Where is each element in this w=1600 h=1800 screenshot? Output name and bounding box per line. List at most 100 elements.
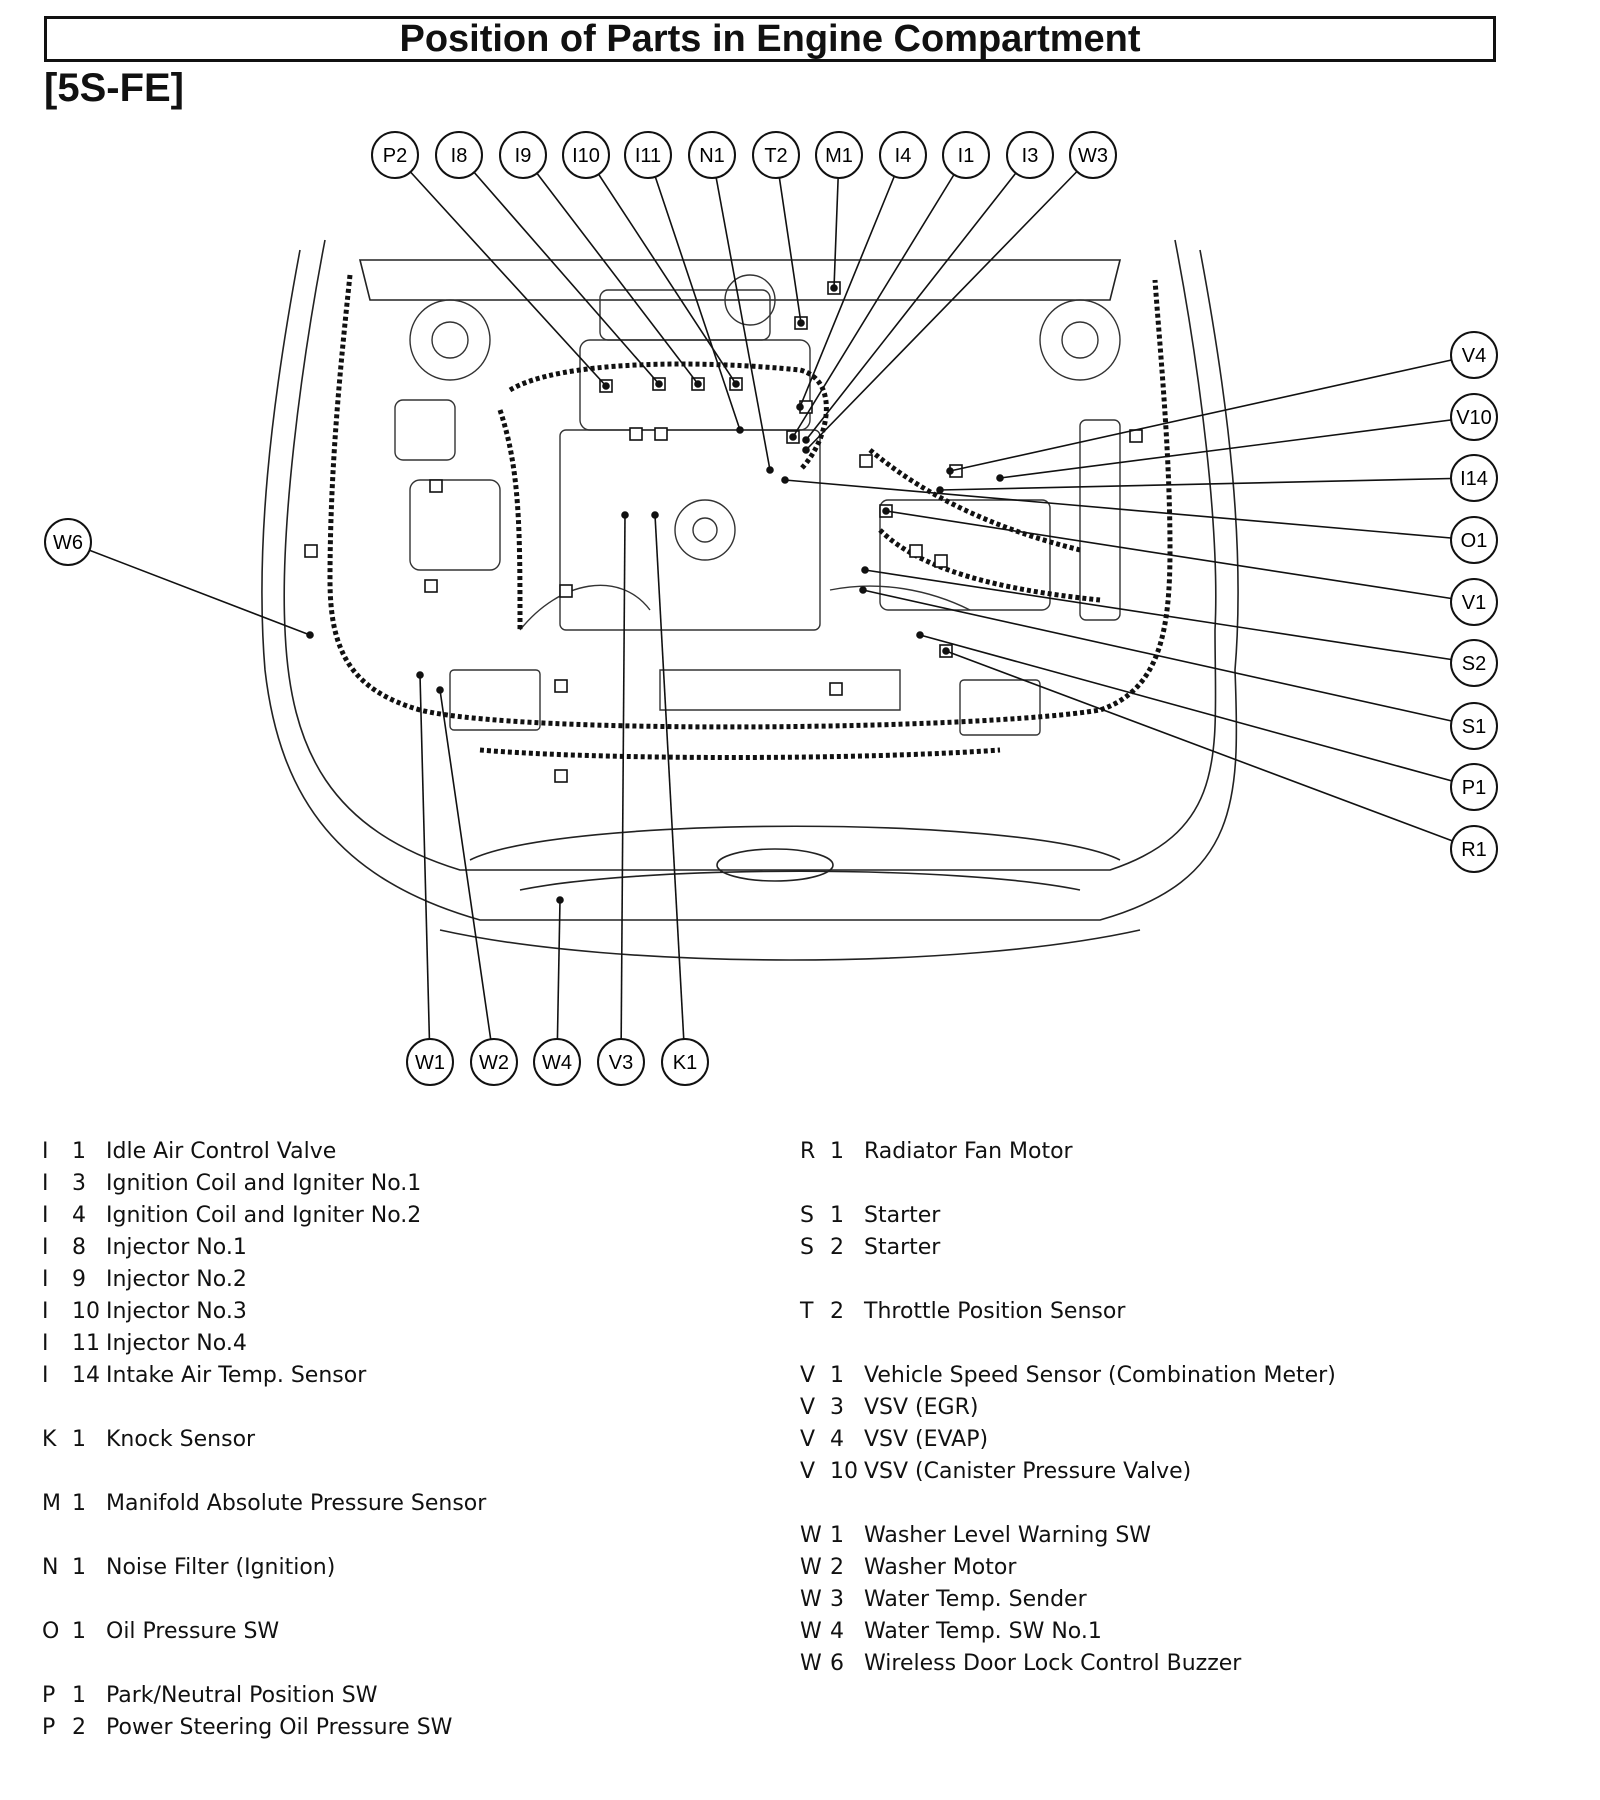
- legend-part-name: Radiator Fan Motor: [864, 1139, 1073, 1164]
- legend-code-number: 9: [72, 1267, 86, 1292]
- callout-label-w2: W2: [479, 1052, 509, 1074]
- callout-label-t2: T2: [764, 145, 787, 167]
- legend-code-letter: K: [42, 1427, 57, 1452]
- leader-line-p2: [394, 154, 607, 387]
- leader-end-m1: [830, 284, 838, 292]
- callout-label-i9: I9: [515, 145, 532, 167]
- callout-label-p2: P2: [383, 145, 407, 167]
- legend-code-number: 14: [72, 1363, 100, 1388]
- leader-end-o1: [781, 476, 789, 484]
- leader-end-i14: [936, 486, 944, 494]
- callout-circle-w6: [44, 518, 92, 566]
- legend-code-number: 4: [830, 1427, 844, 1452]
- leader-line-o1: [784, 479, 1475, 541]
- leader-end-k1: [651, 511, 659, 519]
- legend-code-number: 10: [72, 1299, 100, 1324]
- legend-code-number: 10: [830, 1459, 858, 1484]
- legend-part-name: Ignition Coil and Igniter No.2: [106, 1203, 422, 1228]
- legend-code-number: 1: [72, 1619, 86, 1644]
- leader-end-r1: [942, 647, 950, 655]
- legend-part-name: Injector No.2: [106, 1267, 247, 1292]
- leader-end-t2: [797, 319, 805, 327]
- leader-line-r1: [945, 650, 1475, 850]
- leader-end-v10: [996, 474, 1004, 482]
- callout-circle-w4: [533, 1038, 581, 1086]
- callout-circle-w1: [406, 1038, 454, 1086]
- callout-circle-k1: [661, 1038, 709, 1086]
- legend-code-number: 2: [830, 1555, 844, 1580]
- leader-line-w4: [556, 899, 561, 1063]
- legend-code-letter: I: [42, 1139, 49, 1164]
- leader-end-v1: [882, 507, 890, 515]
- legend-code-number: 3: [830, 1395, 844, 1420]
- legend-part-name: Power Steering Oil Pressure SW: [106, 1715, 453, 1740]
- callout-leaders: [67, 154, 1475, 1063]
- legend-code-letter: P: [42, 1683, 56, 1708]
- leader-line-s2: [864, 569, 1475, 664]
- callout-circle-v4: [1450, 331, 1498, 379]
- legend-code-number: 1: [830, 1139, 844, 1164]
- leader-end-s1: [859, 586, 867, 594]
- callout-label-p1: P1: [1462, 777, 1486, 799]
- callout-label-w6: W6: [53, 532, 83, 554]
- callout-circle-o1: [1450, 516, 1498, 564]
- callout-circle-i10: [562, 131, 610, 179]
- leader-end-i10: [732, 380, 740, 388]
- callout-label-v1: V1: [1462, 592, 1486, 614]
- leader-line-i3: [805, 154, 1031, 441]
- callout-circle-i8: [435, 131, 483, 179]
- legend-part-name: Injector No.4: [106, 1331, 247, 1356]
- callout-circle-s2: [1450, 639, 1498, 687]
- leader-line-v4: [949, 354, 1475, 472]
- legend-code-number: 1: [72, 1427, 86, 1452]
- legend-part-name: Starter: [864, 1235, 941, 1260]
- leader-end-w2: [436, 686, 444, 694]
- legend-part-name: Throttle Position Sensor: [864, 1299, 1126, 1324]
- engine-components: [394, 274, 1121, 736]
- leader-line-w2: [439, 689, 495, 1063]
- leader-line-w3: [805, 154, 1094, 451]
- legend-code-letter: S: [800, 1203, 814, 1228]
- callout-circle-v3: [597, 1038, 645, 1086]
- leader-line-i4: [799, 154, 904, 408]
- leader-end-v4: [946, 467, 954, 475]
- leader-end-i9: [694, 380, 702, 388]
- callout-label-v4: V4: [1462, 345, 1486, 367]
- legend-code-number: 1: [830, 1363, 844, 1388]
- legend-part-name: Noise Filter (Ignition): [106, 1555, 336, 1580]
- leader-end-w3: [802, 446, 810, 454]
- callout-label-o1: O1: [1461, 530, 1488, 552]
- legend-part-name: Ignition Coil and Igniter No.1: [106, 1171, 422, 1196]
- callout-label-i1: I1: [958, 145, 975, 167]
- legend-part-name: Park/Neutral Position SW: [106, 1683, 378, 1708]
- legend-code-letter: V: [800, 1395, 816, 1420]
